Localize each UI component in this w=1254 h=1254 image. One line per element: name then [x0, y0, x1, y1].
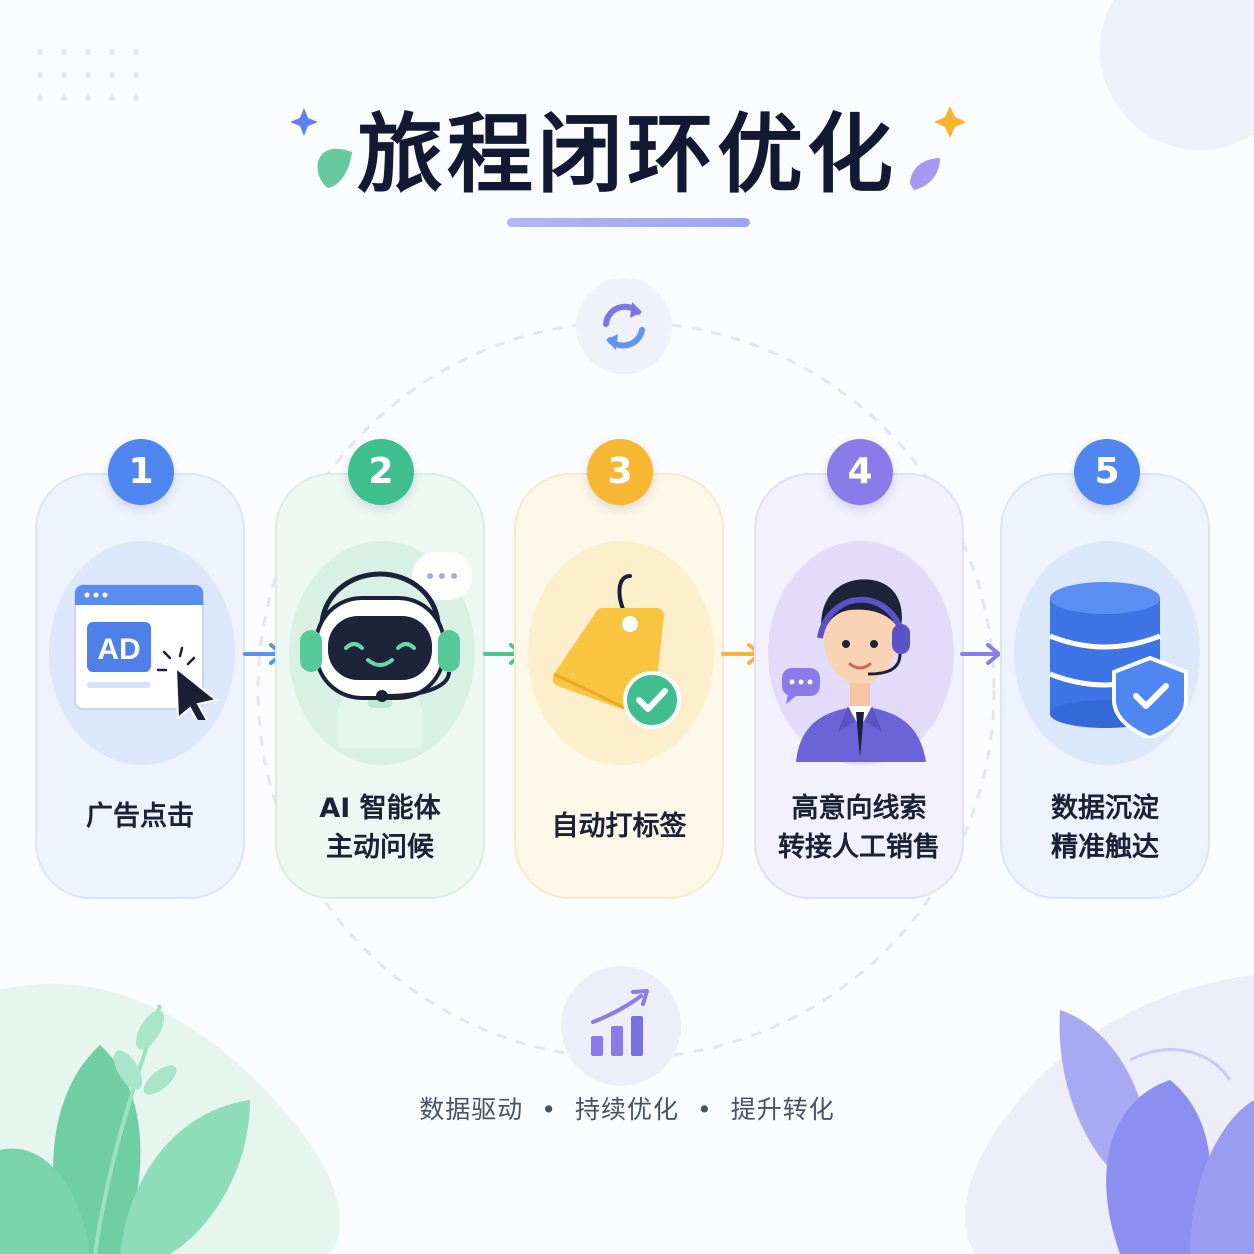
- step-label: 数据沉淀 精准触达: [1002, 789, 1208, 867]
- corner-circle-decoration: [1100, 0, 1254, 150]
- tag-check-icon: [552, 574, 681, 729]
- step-label-line: 自动打标签: [551, 811, 687, 842]
- cycle-icon-circle: [576, 278, 672, 374]
- step-badge-2: 2: [348, 439, 414, 505]
- separator-dot: •: [541, 1095, 557, 1124]
- sparkle-icon: [290, 108, 318, 136]
- step-label-line: 数据沉淀: [1051, 793, 1159, 824]
- step-label-line: 高意向线索: [791, 793, 927, 824]
- green-leaves-decoration: [0, 1004, 250, 1254]
- loop-dashed-circle: [256, 320, 996, 1060]
- step-badge-1: 1: [108, 439, 174, 505]
- growth-chart-icon: [591, 989, 649, 1056]
- step-label: 高意向线索 转接人工销售: [756, 789, 962, 867]
- step-badge-5: 5: [1074, 439, 1140, 505]
- dot-grid-decoration: [37, 49, 139, 101]
- separator-dot: •: [697, 1095, 713, 1124]
- sales-agent-headset-icon: [782, 579, 926, 762]
- step-label: AI 智能体 主动问候: [277, 789, 483, 867]
- sparkle-icon: [934, 106, 966, 138]
- leaf-icon: [317, 148, 352, 188]
- footer-item: 提升转化: [730, 1095, 835, 1124]
- robot-assistant-icon: [300, 552, 472, 748]
- leaf-icon: [910, 158, 940, 190]
- footer-tagline: 数据驱动 • 持续优化 • 提升转化: [0, 1090, 1254, 1126]
- refresh-cycle-icon: [603, 302, 645, 350]
- footer-item: 持续优化: [574, 1095, 679, 1124]
- title-underline: [507, 218, 750, 227]
- step-label-line: AI 智能体: [319, 793, 441, 824]
- page-title: 旅程闭环优化: [357, 105, 897, 205]
- database-shield-icon: [1049, 582, 1188, 738]
- growth-icon-circle: [561, 966, 681, 1086]
- step-label: 自动打标签: [516, 807, 722, 846]
- arrow-right-icon: [960, 643, 1001, 665]
- ad-click-icon: AD: [74, 584, 219, 720]
- step-label: 广告点击: [37, 797, 243, 836]
- step-badge-3: 3: [587, 439, 653, 505]
- step-badge-4: 4: [827, 439, 893, 505]
- step-label-line: 主动问候: [326, 832, 434, 863]
- step-label-line: 转接人工销售: [778, 832, 940, 863]
- step-label-line: 精准触达: [1051, 832, 1159, 863]
- step-label-line: 广告点击: [86, 801, 194, 832]
- ad-label: AD: [97, 633, 140, 666]
- footer-item: 数据驱动: [419, 1095, 524, 1124]
- purple-leaves-decoration: [1059, 1010, 1254, 1254]
